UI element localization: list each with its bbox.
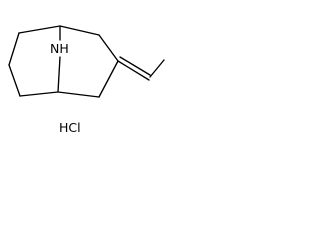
bond-n-c4 [57,56,61,93]
bond-double-1 [117,60,150,81]
hcl-label: HCl [59,120,81,135]
bond-c1-c2 [8,32,20,66]
bond-c2-c3 [8,64,21,97]
structure-canvas: NH HCl [0,0,167,136]
molecule-structure: NH HCl [8,25,165,135]
bond-c1-bridge [18,25,61,34]
bond-c5-c6 [98,34,119,62]
bond-double-2 [119,56,151,76]
bond-c6-c7 [98,60,119,98]
bond-c3-c4 [19,91,59,97]
bond-bridge-c5 [59,25,100,36]
bond-methyl [149,59,165,78]
nh-label: NH [50,41,69,56]
bond-c7-c4 [57,91,100,98]
